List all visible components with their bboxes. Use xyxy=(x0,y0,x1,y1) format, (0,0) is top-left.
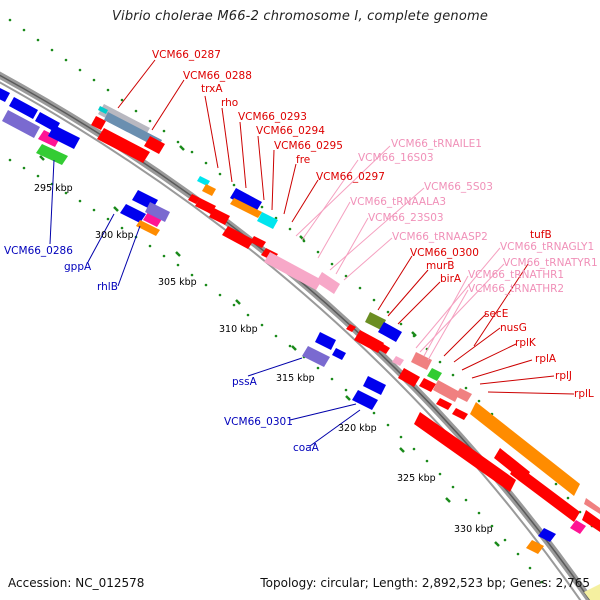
label-coaa: coaA xyxy=(293,442,320,454)
tick-label-320: 320 kbp xyxy=(338,423,377,434)
tick-label-295: 295 kbp xyxy=(34,183,73,194)
tick-label-325: 325 kbp xyxy=(397,473,436,484)
topology-text: Topology: circular; Length: 2,892,523 bp… xyxy=(260,576,590,590)
label-sece: secE xyxy=(484,308,508,320)
leader-lines-red xyxy=(117,59,575,395)
tick-label-330: 330 kbp xyxy=(454,524,493,535)
label-trxa: trxA xyxy=(201,83,223,95)
label-fre: fre xyxy=(296,154,310,166)
label-5s03: VCM66_5S03 xyxy=(424,181,493,193)
label-rplj: rplJ xyxy=(555,370,572,382)
label-vcm66-0297: VCM66_0297 xyxy=(316,171,385,183)
accession-text: Accession: NC_012578 xyxy=(8,576,145,590)
label-vcm66-0295: VCM66_0295 xyxy=(274,140,343,152)
label-trnaala3: VCM66_tRNAALA3 xyxy=(350,196,446,208)
label-16s03: VCM66_16S03 xyxy=(358,152,434,164)
label-pssa: pssA xyxy=(232,376,258,388)
tick-label-310: 310 kbp xyxy=(219,324,258,335)
kbp-tick-marks xyxy=(39,145,500,547)
leader-lines-blue xyxy=(49,159,361,447)
label-vcm66-0286: VCM66_0286 xyxy=(4,245,73,257)
label-trnatyr1: VCM66_tRNATYR1 xyxy=(503,257,598,269)
tick-label-305: 305 kbp xyxy=(158,277,197,288)
page-title: Vibrio cholerae M66-2 chromosome I, comp… xyxy=(111,9,489,24)
genome-backbone-shade xyxy=(0,74,591,600)
label-rhlb: rhlB xyxy=(97,281,118,293)
label-rplk: rplK xyxy=(515,337,537,349)
label-tufb: tufB xyxy=(530,229,552,241)
inner-gene-track xyxy=(120,190,556,554)
label-bira: birA xyxy=(440,273,462,285)
label-vcm66-0288: VCM66_0288 xyxy=(183,70,252,82)
leader-lines-pink xyxy=(295,145,505,361)
tick-label-300: 300 kbp xyxy=(95,230,134,241)
label-trnaile1: VCM66_tRNAILE1 xyxy=(391,138,482,150)
labels-pink: VCM66_tRNAILE1 VCM66_16S03 VCM66_tRNAALA… xyxy=(350,138,598,295)
genome-backbone-inner xyxy=(0,81,582,600)
label-vcm66-0301: VCM66_0301 xyxy=(224,416,293,428)
label-vcm66-0287: VCM66_0287 xyxy=(152,49,221,61)
label-murb: murB xyxy=(426,260,454,272)
label-vcm66-0294: VCM66_0294 xyxy=(256,125,325,137)
label-rho: rho xyxy=(221,97,238,109)
outer-gene-track xyxy=(0,88,600,534)
label-rpll: rplL xyxy=(574,388,594,400)
label-nusg: nusG xyxy=(500,322,527,334)
labels-blue: VCM66_0286 gppA rhlB pssA VCM66_0301 coa… xyxy=(4,245,320,454)
labels-red: VCM66_0287 VCM66_0288 trxA rho VCM66_029… xyxy=(152,49,594,400)
label-gppa: gppA xyxy=(64,261,92,273)
label-rpla: rplA xyxy=(535,353,557,365)
label-vcm66-0300: VCM66_0300 xyxy=(410,247,479,259)
label-23s03: VCM66_23S03 xyxy=(368,212,444,224)
label-trnaasp2: VCM66_tRNAASP2 xyxy=(392,231,488,243)
label-trnagly1: VCM66_tRNAGLY1 xyxy=(500,241,594,253)
corner-marker xyxy=(584,584,600,600)
label-trnathr2: VCM66_tRNATHR2 xyxy=(468,283,564,295)
guide-dots xyxy=(8,18,594,584)
label-vcm66-0293: VCM66_0293 xyxy=(238,111,307,123)
kbp-labels: 295 kbp 300 kbp 305 kbp 310 kbp 315 kbp … xyxy=(34,183,493,535)
label-trnathr1: VCM66_tRNATHR1 xyxy=(468,269,564,281)
tick-label-315: 315 kbp xyxy=(276,373,315,384)
